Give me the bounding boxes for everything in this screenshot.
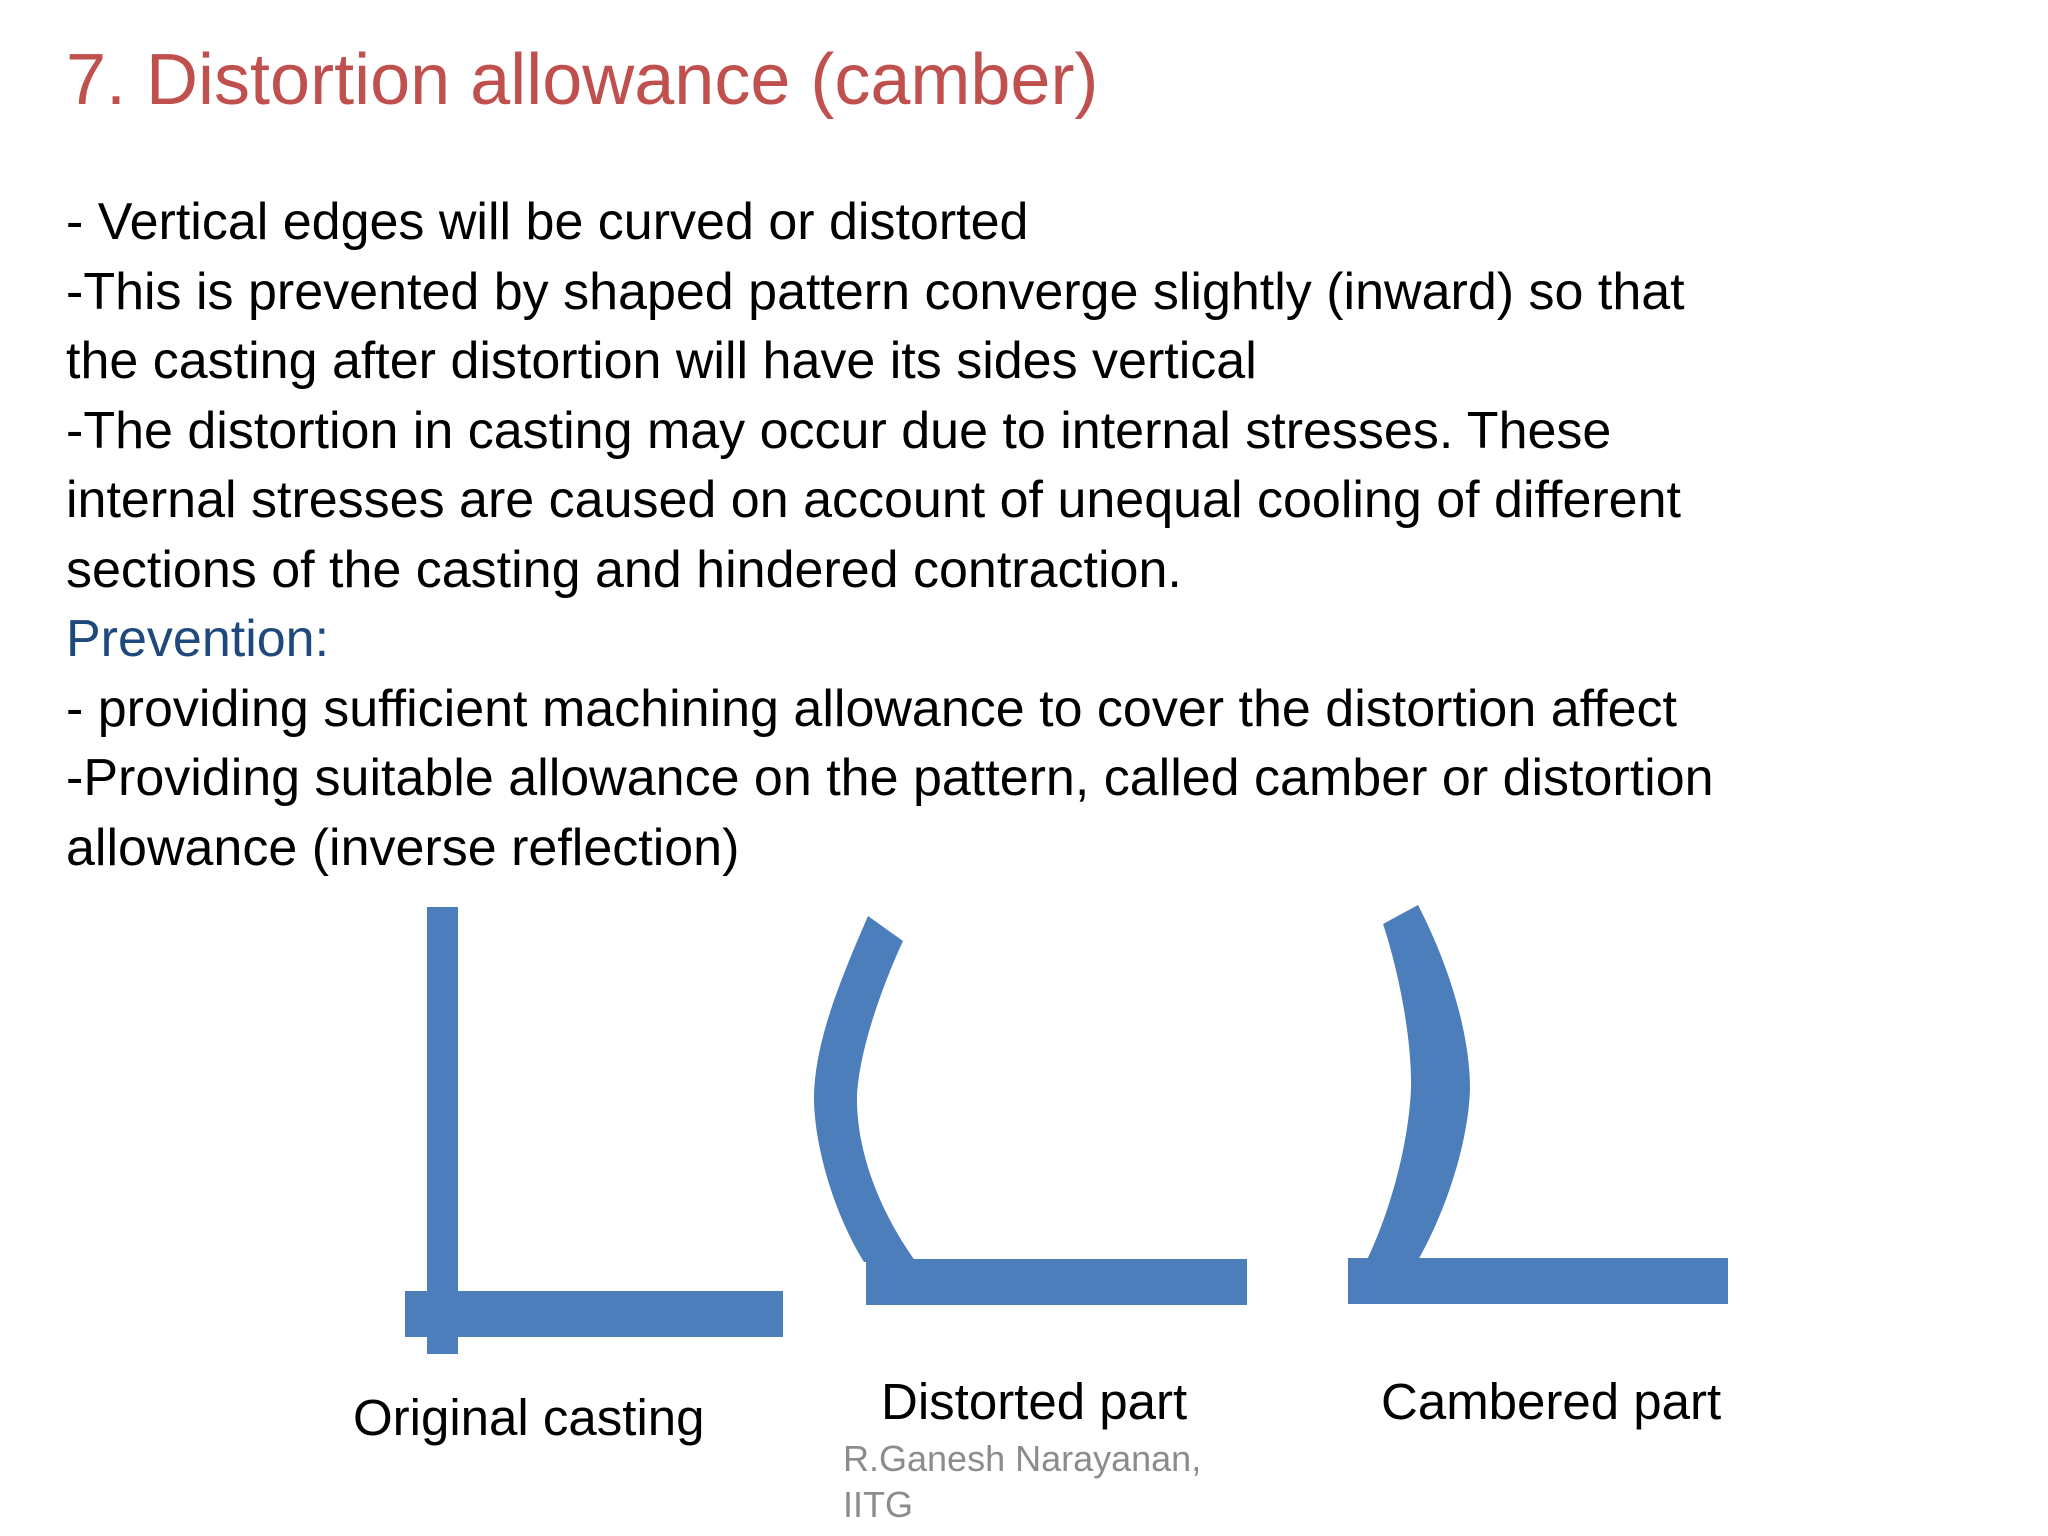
attribution-block: R.Ganesh Narayanan, IITG xyxy=(843,1436,1201,1528)
prevention-heading: Prevention: xyxy=(66,610,330,668)
body-line: - Vertical edges will be curved or disto… xyxy=(66,193,1029,251)
body-line: -The distortion in casting may occur due… xyxy=(66,401,1612,460)
figure-label-cambered-part: Cambered part xyxy=(1381,1373,1722,1430)
body-line: the casting after distortion will have i… xyxy=(66,332,1257,390)
original-vertical-bar xyxy=(427,907,458,1354)
distorted-curved-bar xyxy=(814,916,916,1262)
attribution-line2: IITG xyxy=(843,1484,913,1525)
body-line: -Providing suitable allowance on the pat… xyxy=(66,749,1714,807)
original-base-bar xyxy=(405,1291,783,1337)
body-line: - providing sufficient machining allowan… xyxy=(66,679,1677,738)
figure-cambered-part xyxy=(1348,905,1728,1304)
cambered-curved-bar xyxy=(1366,905,1470,1262)
distorted-base-bar xyxy=(866,1259,1247,1305)
figure-label-original-casting: Original casting xyxy=(353,1389,705,1446)
figure-label-distorted-part: Distorted part xyxy=(881,1373,1188,1430)
figure-distorted-part xyxy=(814,916,1247,1305)
cambered-base-bar xyxy=(1348,1258,1728,1304)
body-line: allowance (inverse reflection) xyxy=(66,818,740,877)
slide-title: 7. Distortion allowance (camber) xyxy=(66,40,1099,120)
body-line: sections of the casting and hindered con… xyxy=(66,540,1182,599)
body-line: -This is prevented by shaped pattern con… xyxy=(66,262,1685,321)
body-line: internal stresses are caused on account … xyxy=(66,471,1681,529)
figure-original-casting xyxy=(405,907,783,1354)
body-text-block: - Vertical edges will be curved or disto… xyxy=(66,188,1714,883)
attribution-line1: R.Ganesh Narayanan, xyxy=(843,1438,1202,1479)
